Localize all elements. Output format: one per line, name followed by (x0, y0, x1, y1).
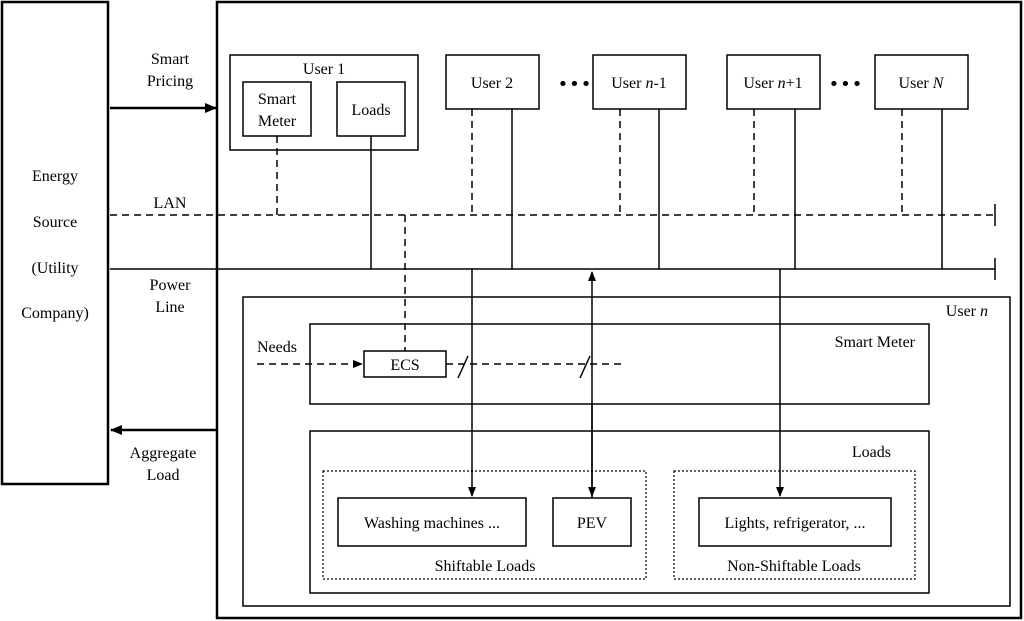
aggregate-load-label-1: Aggregate (130, 445, 197, 462)
user-1-loads-label: Loads (351, 102, 390, 119)
energy-source-line2: Source (33, 214, 77, 231)
user-1-title: User 1 (303, 61, 345, 78)
user-n-plus-1-box: User n+1 (726, 54, 821, 110)
ecs-box (363, 350, 447, 378)
aggregate-load-label-2: Load (147, 467, 180, 484)
user-n-loads-label: Loads (852, 444, 891, 461)
user-1-smart-meter-box (242, 81, 312, 137)
non-shiftable-loads-label: Non-Shiftable Loads (727, 558, 861, 575)
user-n-minus-1-box: User n-1 (592, 54, 687, 110)
user-N-box: User N (874, 54, 969, 110)
washing-machines-box (337, 497, 527, 547)
shiftable-loads-group (322, 470, 647, 580)
lights-refrigerator-box (698, 497, 892, 547)
smart-pricing-label-1: Smart (151, 51, 190, 68)
ecs-label: ECS (390, 357, 419, 374)
pev-box (552, 497, 632, 547)
user-1-box: User 1 Smart Meter Loads (229, 54, 419, 151)
user-n-plus-1-label: User n+1 (743, 75, 802, 92)
user-N-label: User N (899, 75, 945, 92)
energy-source-line4: Company) (21, 305, 89, 322)
energy-source-box: Energy Source (Utility Company) (0, 0, 110, 486)
user-1-smart-meter-label-1: Smart (258, 91, 297, 108)
user-2-label: User 2 (471, 75, 513, 92)
user-1-smart-meter-label-2: Meter (258, 113, 297, 130)
user-n-title: User n (946, 303, 988, 320)
ellipsis-1: ••• (558, 74, 593, 95)
user-n-minus-1-label: User n-1 (611, 75, 667, 92)
non-shiftable-loads-group (673, 470, 916, 580)
energy-source-line3: (Utility (31, 260, 78, 277)
lan-label: LAN (154, 195, 187, 212)
needs-label: Needs (257, 339, 297, 356)
lights-refrigerator-label: Lights, refrigerator, ... (724, 515, 865, 532)
power-line-label-1: Power (150, 277, 192, 294)
shiftable-loads-label: Shiftable Loads (435, 558, 536, 575)
energy-source-line1: Energy (32, 168, 78, 185)
switch-mark-washing (457, 355, 469, 379)
power-line-label-2: Line (155, 299, 184, 316)
switch-mark-pev (579, 355, 591, 379)
pev-label: PEV (577, 515, 608, 532)
smart-pricing-label-2: Pricing (147, 73, 193, 90)
user-2-box: User 2 (445, 54, 540, 110)
user-n-smart-meter-label: Smart Meter (835, 334, 916, 351)
ellipsis-2: ••• (829, 74, 864, 95)
washing-machines-label: Washing machines ... (364, 515, 500, 532)
